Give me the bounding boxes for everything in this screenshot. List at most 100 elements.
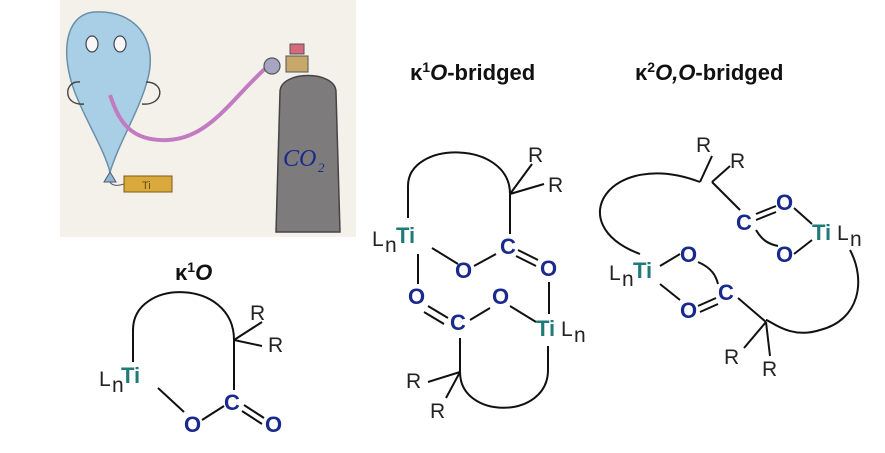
title-k2oo-bridged: κ2O,O-bridged xyxy=(635,59,783,85)
suffix: -bridged xyxy=(695,60,783,85)
cylinder-label-subscript: 2 xyxy=(318,160,325,175)
ligand-subscript-n: n xyxy=(574,324,586,347)
oxygen-atom: O xyxy=(776,190,793,215)
svg-text:κ1O-bridged: κ1O-bridged xyxy=(410,59,535,85)
substituent-r: R xyxy=(250,302,265,325)
atom-label: O xyxy=(430,60,447,85)
substituent-r: R xyxy=(268,334,283,357)
valve-handle-icon xyxy=(289,43,305,55)
ti-tag-icon xyxy=(123,175,173,193)
bond-r-lower xyxy=(233,339,263,347)
substituent-r: R xyxy=(762,358,777,381)
left-ring-backbone xyxy=(598,172,701,255)
bond-r-lower xyxy=(765,321,771,357)
valve-icon xyxy=(285,55,309,73)
oxygen-atom: O xyxy=(680,242,697,267)
atom-label: O,O xyxy=(655,60,695,85)
bond-r-lower xyxy=(509,183,545,195)
bond-o-c-double-2 xyxy=(423,311,445,325)
lower-ring-backbone xyxy=(459,346,549,409)
substituent-r: R xyxy=(696,134,711,157)
substituent-r: R xyxy=(724,346,739,369)
atom-label: O xyxy=(195,260,212,285)
bond-o-c-double-1 xyxy=(427,305,449,319)
svg-text:κ1O: κ1O xyxy=(175,259,212,285)
ligand-subscript-n: n xyxy=(112,374,124,397)
titanium-atom: Ti xyxy=(812,220,831,245)
suffix: -bridged xyxy=(447,60,535,85)
superscript: 1 xyxy=(422,59,430,75)
superscript: 1 xyxy=(187,259,195,275)
bond-c-o-upper xyxy=(755,205,777,215)
ligand-l: L xyxy=(837,222,849,245)
bond-ti-o xyxy=(431,247,459,265)
substituent-r: R xyxy=(430,400,445,423)
ring-backbone xyxy=(132,291,235,362)
bond-c-o xyxy=(469,307,491,321)
cylinder-label: CO xyxy=(283,146,316,172)
oxygen-atom: O xyxy=(492,284,509,309)
titanium-atom: Ti xyxy=(536,316,555,341)
balloon-string xyxy=(109,181,125,186)
bond-r-left xyxy=(427,371,461,383)
carbon-atom: C xyxy=(736,210,752,235)
bond-c-o-double-2 xyxy=(241,410,263,425)
ligand-subscript-n: n xyxy=(385,234,397,257)
bond-ti-o xyxy=(157,387,185,413)
balloon-eye-right xyxy=(113,35,127,53)
kappa-symbol: κ xyxy=(635,60,648,85)
carbon-atom: C xyxy=(224,390,240,415)
ligand-l: L xyxy=(561,318,573,341)
carbon-atom: C xyxy=(450,310,466,335)
bond-r-left xyxy=(743,321,767,349)
ligand-subscript-n: n xyxy=(622,268,634,291)
balloon-arm-left xyxy=(67,81,85,105)
bond-c-o-upper-2 xyxy=(755,211,777,221)
hose-icon xyxy=(108,64,270,143)
bond-ti-o xyxy=(659,253,681,267)
bond-o-c-lower-2 xyxy=(699,303,719,313)
substituent-r: R xyxy=(406,370,421,393)
superscript: 2 xyxy=(647,59,655,75)
balloon-arm-right xyxy=(141,81,161,105)
bond-ti-o-2 xyxy=(659,283,681,301)
oxygen-atom: O xyxy=(776,242,793,267)
bond-o-c xyxy=(473,253,497,267)
ti-tag-label: Ti xyxy=(142,180,151,192)
structure-k1o-bridged: R R L n Ti O C O O C O Ti L n R R xyxy=(372,144,586,423)
substituent-r: R xyxy=(730,150,745,173)
co2-cylinder-icon xyxy=(275,74,341,233)
bond-c-o-double-2 xyxy=(515,255,537,267)
structure-k2oo-bridged: R R C O O Ti L n L n Ti O O C R R xyxy=(598,134,862,381)
substituent-r: R xyxy=(548,174,563,197)
ligand-l: L xyxy=(99,368,111,391)
oxygen-atom: O xyxy=(408,284,425,309)
kappa-symbol: κ xyxy=(410,60,423,85)
right-ring-backbone xyxy=(765,249,860,334)
oxygen-atom: O xyxy=(540,256,557,281)
bond-c-o-double-1 xyxy=(517,249,539,261)
upper-ring-backbone xyxy=(407,151,511,218)
bond-c-alpha xyxy=(711,181,741,211)
title-k1o-bridged: κ1O-bridged xyxy=(410,59,535,85)
titanium-atom: Ti xyxy=(396,223,415,248)
bond-c-alpha xyxy=(737,297,767,323)
regulator-gauge-icon xyxy=(263,57,281,75)
bond-r-upper xyxy=(233,321,263,341)
title-k1o: κ1O xyxy=(175,259,212,285)
kappa-symbol: κ xyxy=(175,260,188,285)
structure-k1o: R R L n Ti O C O xyxy=(99,291,283,437)
bond-r-upper xyxy=(509,163,533,195)
ligand-l: L xyxy=(372,228,384,251)
oxygen-atom: O xyxy=(455,258,472,283)
bond-r-right xyxy=(711,165,731,183)
bond-r-upper xyxy=(699,155,713,183)
carbon-atom: C xyxy=(500,234,516,259)
bond-o-ti-2 xyxy=(793,239,813,255)
oxygen-atom: O xyxy=(184,412,201,437)
bond-o-c-lower-1 xyxy=(697,297,717,307)
bond-o-c xyxy=(201,405,225,421)
carbon-atom: C xyxy=(718,280,734,305)
bond-r-lower xyxy=(445,371,461,399)
